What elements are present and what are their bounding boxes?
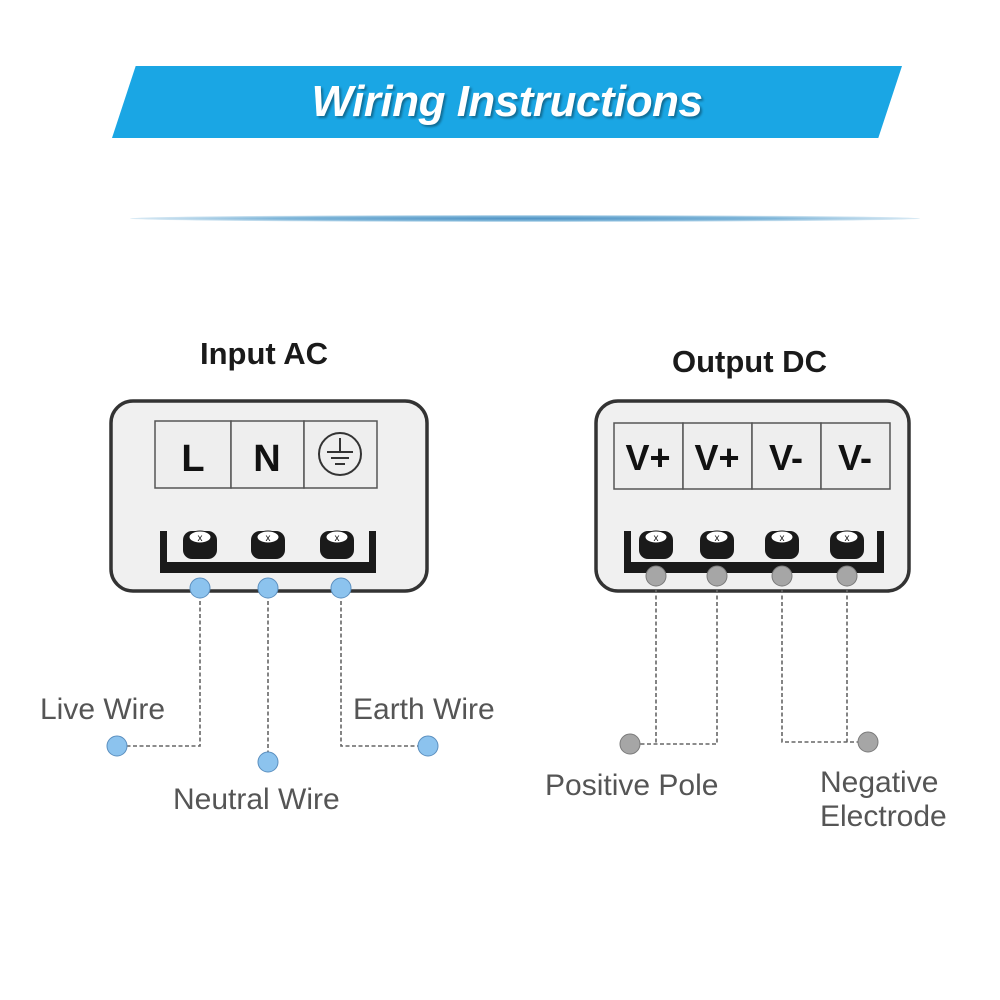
earth-wire-line — [340, 588, 428, 747]
terminal-label-vplus-1: V+ — [625, 437, 670, 478]
live-wire-end-dot — [106, 735, 128, 757]
negative-electrode-label-line2: Electrode — [820, 800, 947, 833]
input-wires — [117, 588, 428, 760]
negative-electrode-label-line1: Negative — [820, 766, 939, 799]
vminus-2-terminal-dot — [836, 565, 858, 587]
page-title: Wiring Instructions — [311, 77, 704, 126]
positive-pole-label: Positive Pole — [545, 769, 719, 802]
neutral-wire-label: Neutral Wire — [173, 783, 340, 816]
terminal-cell-l — [154, 420, 232, 489]
vplus-2-terminal-dot — [706, 565, 728, 587]
svg-text:x: x — [335, 533, 340, 544]
input-panel-title: Input AC — [200, 336, 328, 371]
divider-line — [130, 215, 920, 222]
terminal-cell-vminus-2 — [820, 422, 891, 490]
output-panel-title: Output DC — [672, 344, 827, 379]
input-label-strip: L N — [154, 420, 378, 489]
svg-text:x: x — [654, 533, 659, 544]
positive-pole-end-dot — [619, 733, 641, 755]
live-terminal-dot — [189, 577, 211, 599]
terminal-label-vminus-2: V- — [838, 437, 872, 478]
input-screw-n: x — [251, 530, 285, 559]
title-banner — [112, 66, 902, 138]
output-label-strip: V+ V+ V- V- — [613, 422, 891, 490]
earth-wire-label: Earth Wire — [353, 693, 495, 726]
earth-ground-icon — [318, 432, 362, 476]
terminal-cell-vminus-1 — [751, 422, 822, 490]
terminal-label-l: L — [181, 438, 204, 480]
svg-text:x: x — [715, 533, 720, 544]
input-screw-ground: x — [320, 530, 354, 559]
terminal-label-vplus-2: V+ — [694, 437, 739, 478]
output-screw-1: x — [639, 530, 673, 559]
vminus-1-wire-line — [781, 576, 868, 743]
input-screw-l: x — [183, 530, 217, 559]
svg-text:x: x — [845, 533, 850, 544]
output-screw-3: x — [765, 530, 799, 559]
vplus-1-terminal-dot — [645, 565, 667, 587]
input-ac-panel: L N x x x — [109, 399, 429, 593]
output-dc-panel: V+ V+ V- V- x x x x — [594, 399, 911, 593]
input-connection-dots — [106, 577, 439, 773]
vminus-1-terminal-dot — [771, 565, 793, 587]
earth-wire-end-dot — [417, 735, 439, 757]
svg-text:x: x — [266, 533, 271, 544]
output-connection-dots — [619, 565, 879, 755]
neutral-terminal-dot — [257, 577, 279, 599]
terminal-cell-vplus-1 — [613, 422, 684, 490]
output-wires — [630, 576, 868, 745]
terminal-label-vminus-1: V- — [769, 437, 803, 478]
earth-terminal-dot — [330, 577, 352, 599]
live-wire-line — [117, 588, 201, 747]
output-screw-2: x — [700, 530, 734, 559]
negative-electrode-end-dot — [857, 731, 879, 753]
svg-text:x: x — [198, 533, 203, 544]
svg-text:x: x — [780, 533, 785, 544]
terminal-cell-ground — [303, 420, 378, 489]
live-wire-label: Live Wire — [40, 693, 166, 726]
terminal-label-n: N — [253, 438, 280, 480]
vplus-2-wire-line — [630, 576, 718, 745]
input-terminal-block — [160, 531, 376, 573]
neutral-wire-end-dot — [257, 751, 279, 773]
output-terminal-block — [624, 531, 884, 573]
output-screw-4: x — [830, 530, 864, 559]
